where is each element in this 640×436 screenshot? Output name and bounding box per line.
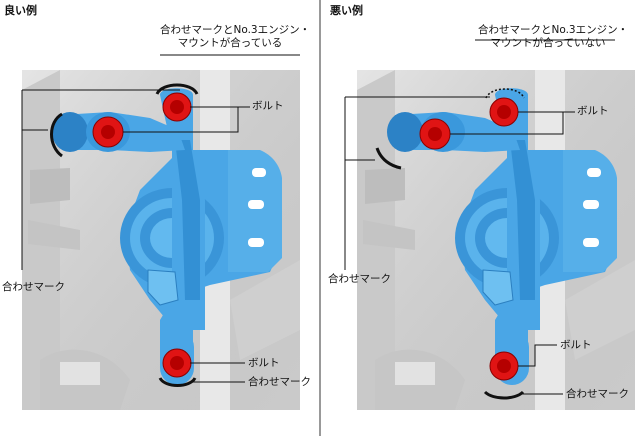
good-mark-left-label: 合わせマーク bbox=[2, 281, 65, 293]
bad-mark-bottom bbox=[483, 390, 525, 400]
good-mark-top bbox=[155, 83, 199, 95]
bad-top-note: 合わせマークとNo.3エンジン・ マウントが合っていない bbox=[478, 24, 629, 50]
good-mark-bottom bbox=[158, 377, 197, 387]
good-panel-art bbox=[21, 54, 301, 411]
good-top-note-line1: 合わせマークとNo.3エンジン・ bbox=[160, 24, 311, 36]
bad-mark-top-dashed bbox=[485, 88, 525, 99]
good-mark-arm bbox=[50, 112, 63, 158]
bad-panel-art bbox=[344, 39, 636, 411]
bad-mark-lower-label: 合わせマーク bbox=[566, 388, 629, 400]
good-bolt-lower-label: ボルト bbox=[248, 357, 280, 369]
bad-mark-left-label: 合わせマーク bbox=[328, 273, 391, 285]
good-bolt-upper-label: ボルト bbox=[252, 100, 284, 112]
bad-bolt-lower-label: ボルト bbox=[560, 339, 592, 351]
good-heading: 良い例 bbox=[4, 4, 37, 17]
good-top-note-line2: マウントが合っている bbox=[177, 37, 283, 49]
bad-bolt-upper-label: ボルト bbox=[577, 105, 609, 117]
bad-top-note-line2: マウントが合っていない bbox=[490, 37, 606, 49]
bad-top-note-line1: 合わせマークとNo.3エンジン・ bbox=[478, 24, 629, 36]
bad-heading: 悪い例 bbox=[330, 4, 363, 17]
good-top-note: 合わせマークとNo.3エンジン・ マウントが合っている bbox=[160, 24, 311, 50]
bad-mark-arm bbox=[375, 147, 402, 170]
good-mark-lower-label: 合わせマーク bbox=[248, 376, 311, 388]
